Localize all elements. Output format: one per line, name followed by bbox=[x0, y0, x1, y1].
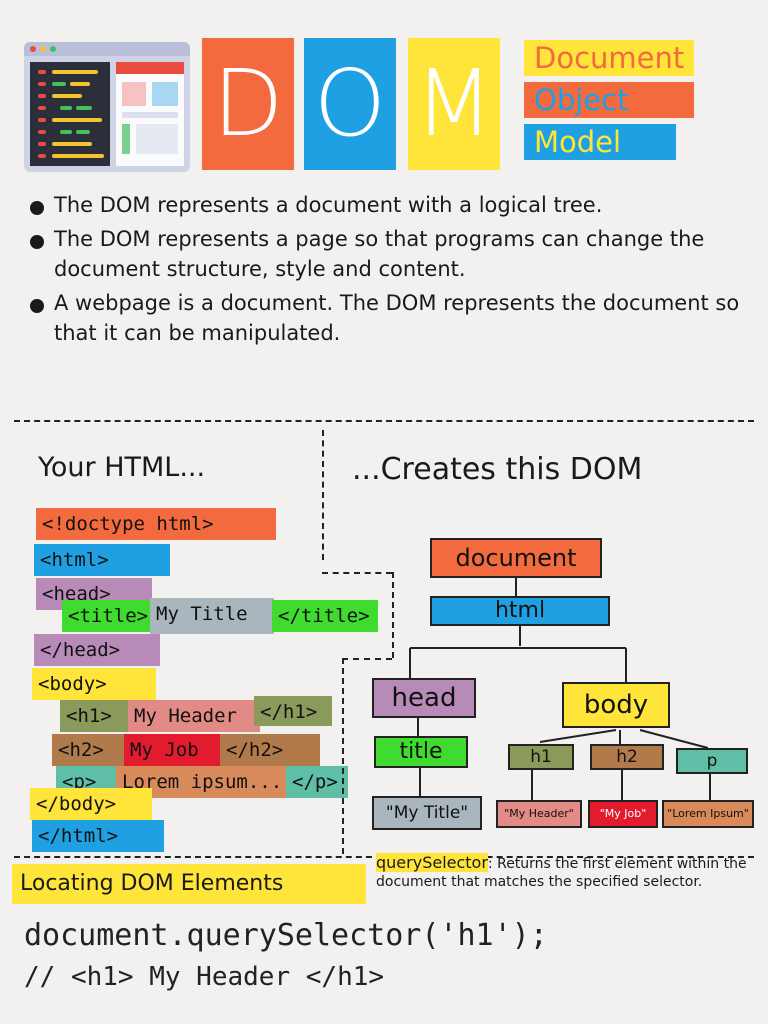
title-letter-o: O bbox=[304, 38, 396, 170]
code-editor-icon bbox=[30, 62, 110, 166]
title-letter-d: D bbox=[202, 38, 294, 170]
column-divider bbox=[342, 658, 344, 854]
column-divider bbox=[342, 658, 392, 660]
title-close-tag: </title> bbox=[272, 600, 378, 632]
title-open-tag: <title> bbox=[62, 600, 154, 632]
query-selector-description: querySelector: Returns the first element… bbox=[376, 853, 754, 891]
tree-node-title-text: "My Title" bbox=[372, 796, 482, 830]
doctype-tag: <!doctype html> bbox=[36, 508, 276, 540]
close-dot-icon bbox=[30, 46, 36, 52]
tree-node-body: body bbox=[562, 682, 670, 728]
html-close-tag: </html> bbox=[32, 820, 164, 852]
bullet-item: The DOM represents a document with a log… bbox=[28, 190, 748, 220]
tree-node-h2-text: "My Job" bbox=[588, 800, 658, 828]
p-text: Lorem ipsum... bbox=[116, 766, 292, 798]
subtitle-document: Document bbox=[524, 40, 695, 76]
html-open-tag: <html> bbox=[34, 544, 170, 576]
h1-text: My Header bbox=[128, 700, 260, 732]
definition-bullets: The DOM represents a document with a log… bbox=[28, 190, 748, 352]
tree-node-h1: h1 bbox=[508, 744, 574, 770]
h2-open-tag: <h2> bbox=[52, 734, 130, 766]
column-divider bbox=[322, 430, 324, 560]
title-letter-m: M bbox=[408, 38, 500, 170]
tree-node-p: p bbox=[676, 748, 748, 774]
h2-close-tag: </h2> bbox=[220, 734, 320, 766]
h2-text: My Job bbox=[124, 734, 230, 766]
your-html-heading: Your HTML... bbox=[38, 452, 206, 483]
column-divider bbox=[322, 572, 392, 574]
maximize-dot-icon bbox=[50, 46, 56, 52]
h1-open-tag: <h1> bbox=[60, 700, 134, 732]
tree-node-document: document bbox=[430, 538, 602, 578]
tree-node-h2: h2 bbox=[590, 744, 664, 770]
subtitle-object: Object bbox=[524, 82, 694, 118]
locating-heading: Locating DOM Elements bbox=[12, 864, 366, 904]
body-close-tag: </body> bbox=[30, 788, 152, 820]
head-open-tag: <head> bbox=[36, 578, 152, 610]
method-description: : Returns the first element within the d… bbox=[376, 856, 747, 890]
tree-node-html: html bbox=[430, 596, 610, 626]
bullet-item: The DOM represents a page so that progra… bbox=[28, 224, 748, 284]
tree-node-title: title bbox=[374, 736, 468, 768]
code-comment-line: // <h1> My Header </h1> bbox=[24, 962, 385, 992]
head-close-tag: </head> bbox=[34, 634, 160, 666]
browser-title-bar bbox=[24, 42, 190, 56]
browser-illustration bbox=[24, 42, 190, 172]
subtitle-model: Model bbox=[524, 124, 676, 160]
minimize-dot-icon bbox=[40, 46, 46, 52]
h1-close-tag: </h1> bbox=[254, 696, 332, 726]
tree-node-head: head bbox=[372, 678, 476, 718]
method-name: querySelector bbox=[376, 853, 488, 872]
creates-dom-heading: ...Creates this DOM bbox=[352, 452, 643, 487]
column-divider bbox=[392, 572, 394, 658]
title-text: My Title bbox=[150, 598, 274, 634]
preview-panel-icon bbox=[116, 62, 184, 166]
body-open-tag: <body> bbox=[32, 668, 156, 700]
section-divider bbox=[14, 420, 754, 422]
bullet-item: A webpage is a document. The DOM represe… bbox=[28, 288, 748, 348]
tree-node-h1-text: "My Header" bbox=[496, 800, 582, 828]
tree-node-p-text: "Lorem Ipsum" bbox=[662, 800, 754, 828]
code-example-line: document.querySelector('h1'); bbox=[24, 918, 548, 953]
p-close-tag: </p> bbox=[286, 766, 348, 798]
